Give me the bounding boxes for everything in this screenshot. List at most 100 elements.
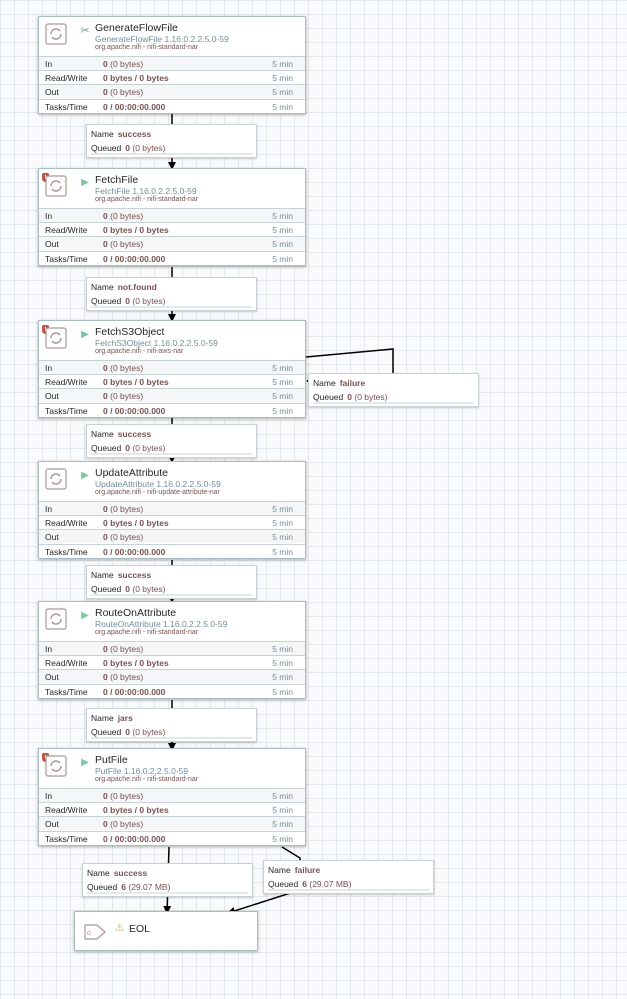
processor-name: PutFile xyxy=(95,754,128,766)
stats-out-size: (0 bytes) xyxy=(110,391,144,401)
stats-out-count: 0 xyxy=(103,532,108,542)
stats-out-size: (0 bytes) xyxy=(110,672,144,682)
stats-in-size: (0 bytes) xyxy=(110,791,144,801)
stats-rw-value: 0 bytes / 0 bytes xyxy=(103,805,169,815)
stats-out-count: 0 xyxy=(103,819,108,829)
stats-in-size: (0 bytes) xyxy=(110,504,144,514)
stats-out-time: 5 min xyxy=(272,239,293,249)
processor-updateattribute[interactable]: ▶ UpdateAttribute UpdateAttribute 1.16.0… xyxy=(38,461,306,559)
stats-row-in: In 0 (0 bytes) 5 min xyxy=(39,360,305,374)
stats-row-readwrite: Read/Write 0 bytes / 0 bytes 5 min xyxy=(39,70,305,84)
stats-label: Tasks/Time xyxy=(45,254,88,264)
stats-in-size: (0 bytes) xyxy=(110,644,144,654)
processor-generateflowfile[interactable]: ✂ GenerateFlowFile GenerateFlowFile 1.16… xyxy=(38,16,306,114)
stats-label: Read/Write xyxy=(45,377,88,387)
stats-in-count: 0 xyxy=(103,363,108,373)
stats-in-size: (0 bytes) xyxy=(110,211,144,221)
connection-name: failure xyxy=(294,865,321,875)
connection-queued-key: Queued xyxy=(268,879,299,889)
stopped-icon: ✂ xyxy=(80,25,90,37)
stats-in-time: 5 min xyxy=(272,363,293,373)
queued-size: (29.07 MB) xyxy=(309,879,352,889)
stats-tasks-time: 5 min xyxy=(272,687,293,697)
processor-icon xyxy=(45,327,67,349)
running-icon: ▶ xyxy=(81,177,89,188)
stats-row-in: In 0 (0 bytes) 5 min xyxy=(39,208,305,222)
stats-row-readwrite: Read/Write 0 bytes / 0 bytes 5 min xyxy=(39,515,305,529)
stats-out-size: (0 bytes) xyxy=(110,239,144,249)
processor-fetchs3object[interactable]: ▶ FetchS3Object FetchS3Object 1.16.0.2.2… xyxy=(38,320,306,418)
stats-label: In xyxy=(45,791,53,801)
connection-name-key: Name xyxy=(91,129,114,139)
processor-name: FetchFile xyxy=(95,174,139,186)
connection-name-key: Name xyxy=(313,378,336,388)
stats-out-time: 5 min xyxy=(272,672,293,682)
processor-routeonattribute[interactable]: ▶ RouteOnAttribute RouteOnAttribute 1.16… xyxy=(38,601,306,699)
processor-fetchfile[interactable]: ▶ FetchFile FetchFile 1.16.0.2.2.5.0-59 … xyxy=(38,168,306,266)
stats-tasks-time: 5 min xyxy=(272,547,293,557)
connection-name: failure xyxy=(339,378,366,388)
connection-queued-key: Queued xyxy=(91,727,122,737)
stats-rw-time: 5 min xyxy=(272,518,293,528)
stats-out-size: (0 bytes) xyxy=(110,532,144,542)
processor-putfile[interactable]: ▶ PutFile PutFile 1.16.0.2.2.5.0-59 org.… xyxy=(38,748,306,846)
processor-type: RouteOnAttribute 1.16.0.2.2.5.0-59 xyxy=(95,619,228,629)
queued-size: (0 bytes) xyxy=(132,727,166,737)
stats-row-readwrite: Read/Write 0 bytes / 0 bytes 5 min xyxy=(39,802,305,816)
stats-label: In xyxy=(45,644,53,654)
processor-name: GenerateFlowFile xyxy=(95,22,178,34)
stats-row-readwrite: Read/Write 0 bytes / 0 bytes 5 min xyxy=(39,222,305,236)
queue-bar xyxy=(91,153,252,155)
processor-icon xyxy=(45,175,67,197)
stats-row-out: Out 0 (0 bytes) 5 min xyxy=(39,84,305,98)
running-icon: ▶ xyxy=(81,329,89,340)
stats-in-count: 0 xyxy=(103,211,108,221)
stats-row-in: In 0 (0 bytes) 5 min xyxy=(39,641,305,655)
stats-row-tasks: Tasks/Time 0 / 00:00:00.000 5 min xyxy=(39,251,305,265)
funnel-icon: o xyxy=(84,924,106,940)
connection-queued-key: Queued xyxy=(91,296,122,306)
processor-type: FetchFile 1.16.0.2.2.5.0-59 xyxy=(95,186,197,196)
connection-name-key: Name xyxy=(91,429,114,439)
processor-icon xyxy=(45,608,67,630)
stats-rw-time: 5 min xyxy=(272,377,293,387)
stats-row-in: In 0 (0 bytes) 5 min xyxy=(39,501,305,515)
stats-label: Tasks/Time xyxy=(45,687,88,697)
queue-bar xyxy=(313,402,474,404)
stats-row-out: Out 0 (0 bytes) 5 min xyxy=(39,529,305,543)
stats-label: Read/Write xyxy=(45,225,88,235)
stats-rw-time: 5 min xyxy=(272,225,293,235)
processor-bundle: org.apache.nifi - nifi-standard-nar xyxy=(95,44,199,51)
stats-rw-value: 0 bytes / 0 bytes xyxy=(103,225,169,235)
stats-row-out: Out 0 (0 bytes) 5 min xyxy=(39,388,305,402)
queued-count: 0 xyxy=(125,443,130,453)
processor-icon xyxy=(45,468,67,490)
funnel-eol[interactable]: o ⚠ EOL xyxy=(74,911,258,951)
processor-bundle: org.apache.nifi - nifi-standard-nar xyxy=(95,629,199,636)
queued-count: 0 xyxy=(347,392,352,402)
connection-name: jars xyxy=(117,713,133,723)
stats-in-size: (0 bytes) xyxy=(110,59,144,69)
stats-row-out: Out 0 (0 bytes) 5 min xyxy=(39,669,305,683)
stats-label: Tasks/Time xyxy=(45,406,88,416)
queued-size: (29.07 MB) xyxy=(128,882,171,892)
queue-bar xyxy=(91,453,252,455)
stats-out-count: 0 xyxy=(103,391,108,401)
queue-bar xyxy=(268,889,429,891)
stats-out-time: 5 min xyxy=(272,532,293,542)
connection-queued-key: Queued xyxy=(91,443,122,453)
stats-in-time: 5 min xyxy=(272,504,293,514)
stats-in-size: (0 bytes) xyxy=(110,363,144,373)
stats-rw-value: 0 bytes / 0 bytes xyxy=(103,518,169,528)
stats-row-out: Out 0 (0 bytes) 5 min xyxy=(39,236,305,250)
warning-icon[interactable]: ⚠ xyxy=(115,923,124,934)
queued-size: (0 bytes) xyxy=(354,392,388,402)
